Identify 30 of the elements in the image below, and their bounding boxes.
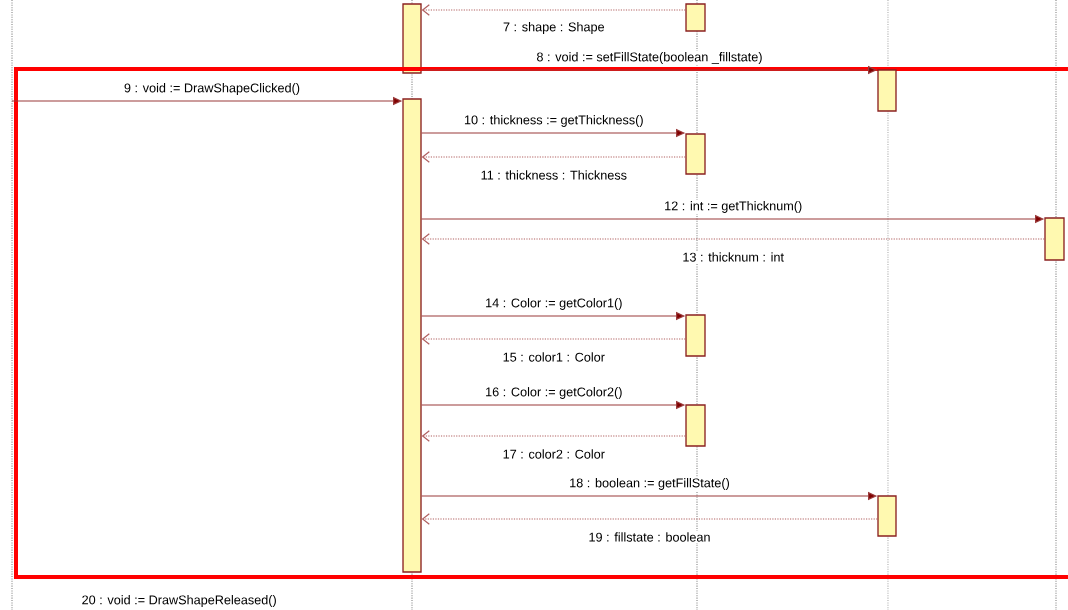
message-label: 15 : color1 : Color xyxy=(501,351,607,363)
activation-bar xyxy=(685,404,706,447)
message-label: 17 : color2 : Color xyxy=(501,448,607,460)
message-label: 14 : Color := getColor1() xyxy=(483,296,624,312)
highlight-frame xyxy=(14,67,1068,579)
activation-bar xyxy=(685,314,706,357)
activation-bar xyxy=(402,3,422,74)
message-label: 13 : thicknum : int xyxy=(681,251,786,263)
activation-bar xyxy=(1044,217,1065,261)
activation-bar xyxy=(402,98,422,573)
message-label: 19 : fillstate : boolean xyxy=(587,531,712,543)
message-arrow xyxy=(421,513,878,525)
message-arrow xyxy=(421,233,1045,245)
message-arrow xyxy=(421,333,686,345)
message-arrow xyxy=(421,151,686,163)
message-label: 8 : void := setFillState(boolean _fillstate) xyxy=(535,50,764,66)
message-arrow xyxy=(421,4,686,16)
message-label: 11 : thickness : Thickness xyxy=(479,169,629,181)
activation-bar xyxy=(685,133,706,175)
message-arrow xyxy=(421,430,686,442)
message-label: 16 : Color := getColor2() xyxy=(483,385,624,401)
activation-bar xyxy=(877,495,897,537)
message-label: 20 : void := DrawShapeReleased() xyxy=(80,593,279,609)
message-label: 12 : int := getThicknum() xyxy=(662,199,804,215)
message-label: 18 : boolean := getFillState() xyxy=(567,476,732,492)
activation-bar xyxy=(877,69,897,112)
message-label: 10 : thickness := getThickness() xyxy=(462,113,645,129)
message-label: 9 : void := DrawShapeClicked() xyxy=(122,81,302,97)
message-label: 7 : shape : Shape xyxy=(501,20,606,36)
activation-bar xyxy=(685,3,706,32)
